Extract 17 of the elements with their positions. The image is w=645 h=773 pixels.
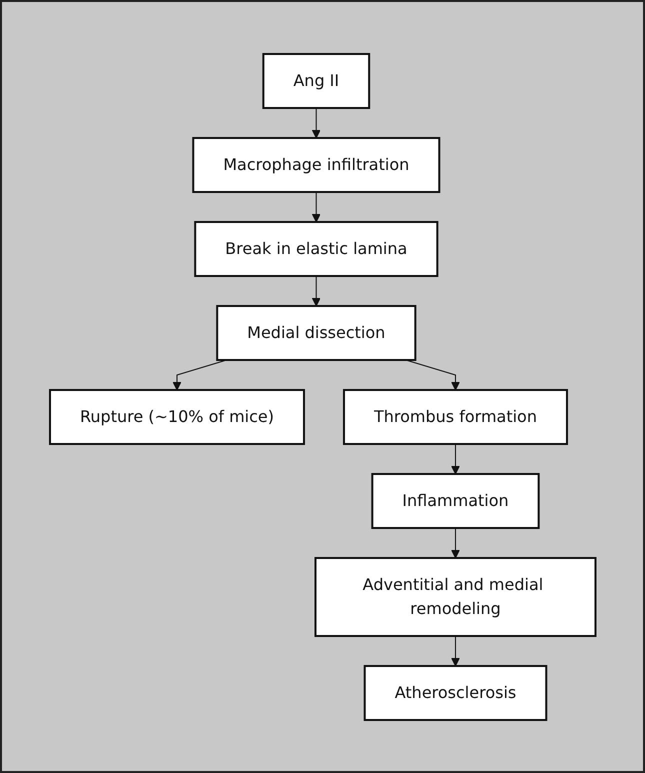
arrow [450, 527, 460, 558]
arrow [312, 275, 320, 306]
arrow [450, 443, 460, 474]
node-box: Ang II [262, 52, 370, 108]
node-box: Rupture (~10% of mice) [48, 388, 305, 444]
node-box: Macrophage infiltration [192, 136, 440, 192]
arrow [450, 635, 460, 666]
node-box: Adventitial and medial remodeling [314, 556, 596, 636]
arrow [312, 107, 320, 138]
arrow [405, 359, 460, 390]
node-box: Break in elastic lamina [194, 220, 438, 276]
node-box: Medial dissection [216, 304, 416, 360]
node-box: Thrombus formation [342, 388, 568, 444]
node-box: Inflammation [371, 472, 540, 528]
node-box: Atherosclerosis [363, 664, 547, 720]
arrow [312, 191, 320, 222]
arrow [172, 359, 227, 390]
